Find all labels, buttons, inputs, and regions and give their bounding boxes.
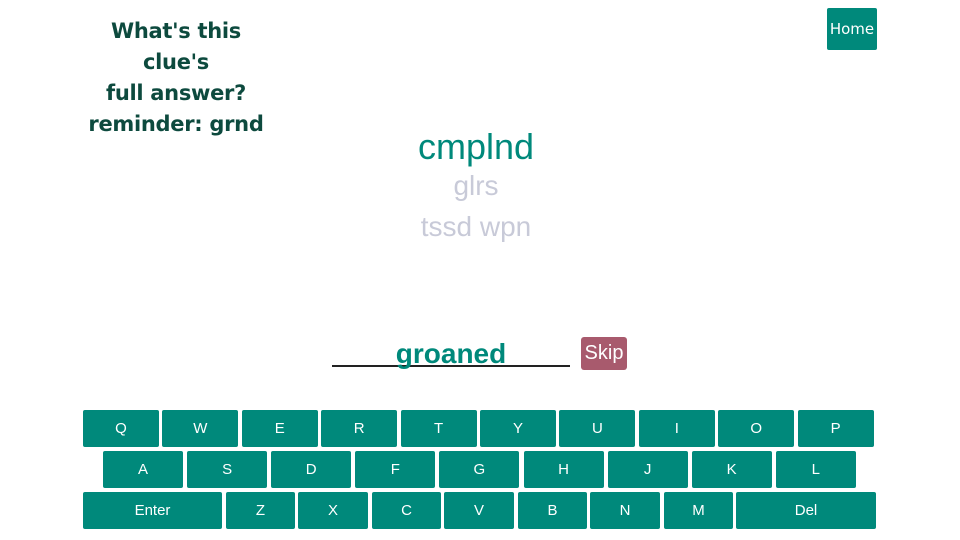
skip-button[interactable]: Skip [581,337,627,370]
key-del[interactable]: Del [736,492,876,529]
key-o[interactable]: O [718,410,795,447]
home-button[interactable]: Home [827,8,877,50]
key-l[interactable]: L [775,451,856,488]
clue-prompt: What's this clue's full answer? reminder… [76,16,276,140]
prompt-reminder: reminder: grnd [88,112,264,136]
key-f[interactable]: F [355,451,436,488]
key-n[interactable]: N [590,492,660,529]
key-t[interactable]: T [400,410,477,447]
key-x[interactable]: X [298,492,368,529]
key-d[interactable]: D [271,451,352,488]
key-q[interactable]: Q [83,410,159,447]
key-p[interactable]: P [797,410,874,447]
key-h[interactable]: H [523,451,604,488]
answer-input[interactable]: groaned [332,335,570,369]
key-u[interactable]: U [559,410,636,447]
key-w[interactable]: W [162,410,239,447]
key-a[interactable]: A [103,451,183,488]
prompt-line-1: What's this clue's [111,19,241,74]
key-g[interactable]: G [439,451,520,488]
upcoming-clue: tssd wpn [420,211,532,242]
key-m[interactable]: M [664,492,733,529]
key-c[interactable]: C [372,492,441,529]
key-j[interactable]: J [607,451,688,488]
current-clue: cmplnd [417,126,535,167]
key-k[interactable]: K [691,451,772,488]
key-r[interactable]: R [321,410,398,447]
key-e[interactable]: E [241,410,318,447]
upcoming-clue: glrs [453,170,499,201]
key-i[interactable]: I [638,410,715,447]
key-b[interactable]: B [518,492,587,529]
key-z[interactable]: Z [226,492,295,529]
prompt-line-2: full answer? [106,81,246,105]
key-v[interactable]: V [444,492,514,529]
key-y[interactable]: Y [480,410,556,447]
key-enter[interactable]: Enter [83,492,222,529]
key-s[interactable]: S [187,451,268,488]
